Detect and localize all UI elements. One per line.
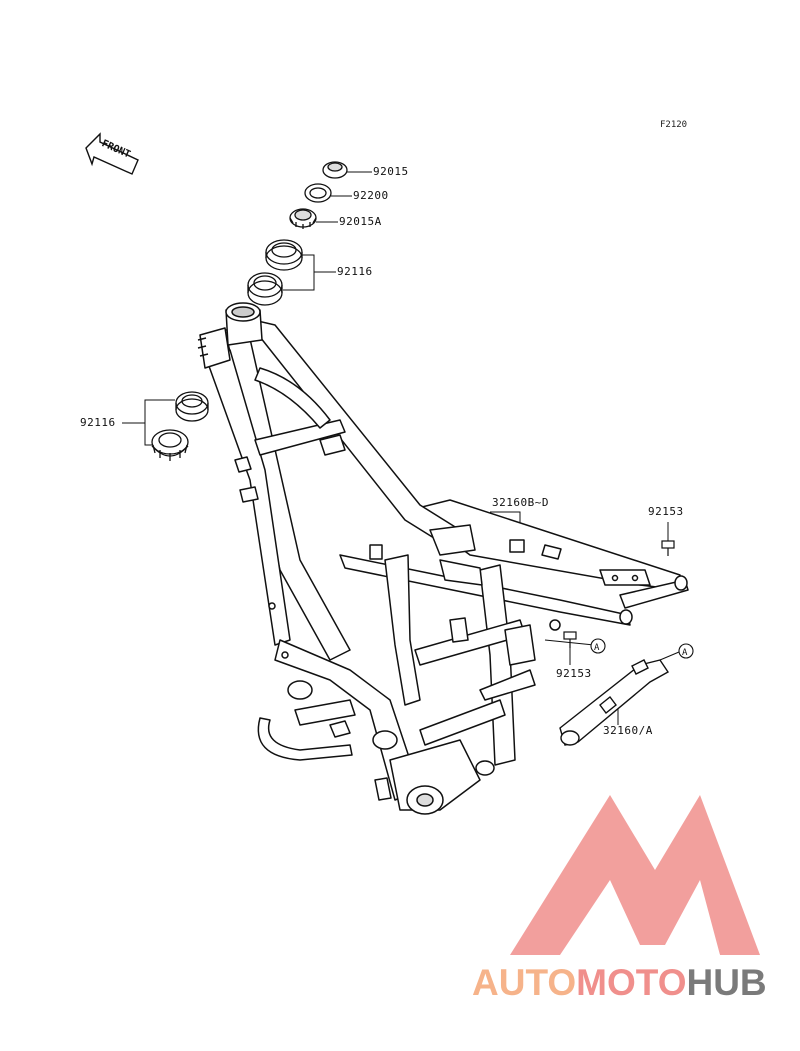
bracket-32160a-icon [559,659,670,746]
part-label-92116-left[interactable]: 92116 [80,416,116,429]
watermark-part-hub: HUB [686,962,767,1003]
steering-stem-parts [151,161,348,461]
part-label-92015[interactable]: 92015 [373,165,409,178]
part-label-32160b-d[interactable]: 32160B~D [492,496,549,509]
part-label-92015a[interactable]: 92015A [339,215,382,228]
frame-outline [197,302,689,815]
svg-text:A: A [594,643,600,653]
bearing-92116-left-race-icon [175,391,209,422]
callout-a-2: A [659,643,694,661]
nut-92015-icon [322,161,348,179]
figure-code: F2120 [660,120,688,130]
bearing-92116-left-cage-icon [151,429,189,461]
watermark-part-auto: AUTO [472,962,577,1003]
bolt-92153-right-icon [661,540,675,556]
bearing-92116-top-icon [265,239,303,271]
callout-a-1: A [544,638,606,654]
part-label-92153-right[interactable]: 92153 [648,505,684,518]
part-label-32160a[interactable]: 32160/A [603,724,653,737]
front-arrow-icon: FRONT [85,132,139,175]
watermark-part-moto: MOTO [576,962,687,1003]
washer-92200-icon [304,183,332,203]
svg-text:A: A [682,648,688,658]
watermark-logo [510,795,760,955]
nut-92015a-icon [289,208,317,229]
part-label-92153-mid[interactable]: 92153 [556,667,592,680]
bearing-92116-lower-icon [247,272,283,306]
part-label-92116-top[interactable]: 92116 [337,265,373,278]
part-label-92200[interactable]: 92200 [353,189,389,202]
watermark-text: AUTOMOTOHUB [472,962,767,1004]
bolt-92153-mid-icon [563,631,577,648]
